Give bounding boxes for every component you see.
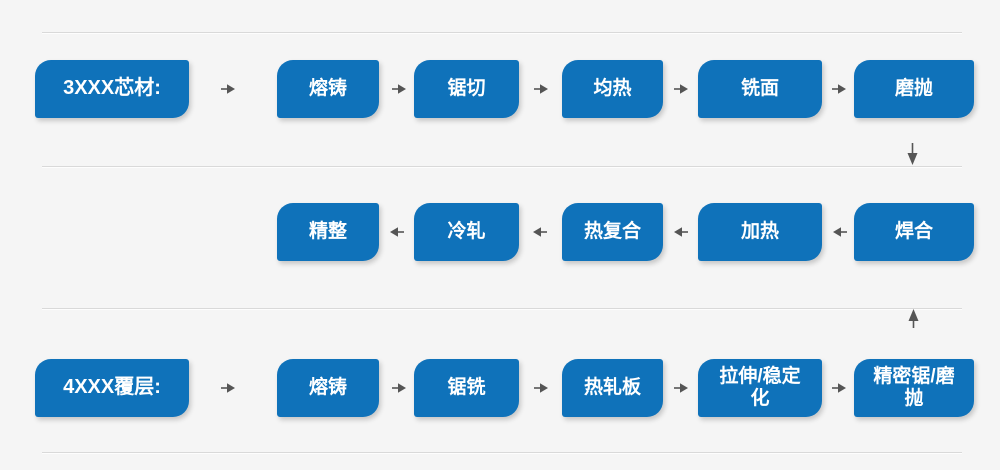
arrow-left-icon [674, 227, 688, 237]
arrow-left-icon [533, 227, 547, 237]
step-face-milling: 铣面 [698, 60, 822, 118]
arrow-right-icon [221, 383, 235, 393]
divider-line-bottom [42, 452, 962, 453]
step-hot-cladding: 热复合 [562, 203, 663, 261]
divider-line-top [42, 32, 962, 33]
arrow-right-icon [221, 84, 235, 94]
arrow-down-icon [907, 143, 918, 165]
step-heating: 加热 [698, 203, 822, 261]
arrow-right-icon [392, 383, 406, 393]
step-soaking: 均热 [562, 60, 663, 118]
row1-label-box: 3XXX芯材: [35, 60, 189, 118]
step-hot-rolled-plate: 热轧板 [562, 359, 663, 417]
step-stretching-stabilization: 拉伸/稳定化 [698, 359, 822, 417]
step-finishing: 精整 [277, 203, 379, 261]
arrow-right-icon [674, 84, 688, 94]
step-welding: 焊合 [854, 203, 974, 261]
arrow-left-icon [390, 227, 404, 237]
arrow-right-icon [392, 84, 406, 94]
row3-label-box: 4XXX覆层: [35, 359, 189, 417]
step-cold-rolling: 冷轧 [414, 203, 519, 261]
arrow-right-icon [832, 383, 846, 393]
step-melting-casting: 熔铸 [277, 60, 379, 118]
step-saw-milling: 锯铣 [414, 359, 519, 417]
arrow-right-icon [832, 84, 846, 94]
step-saw-cutting: 锯切 [414, 60, 519, 118]
arrow-left-icon [833, 227, 847, 237]
arrow-up-icon [908, 309, 919, 328]
step-precision-sawing-polishing: 精密锯/磨抛 [854, 359, 974, 417]
step-melting-casting-2: 熔铸 [277, 359, 379, 417]
step-grinding-polishing: 磨抛 [854, 60, 974, 118]
divider-line-middle-2 [42, 308, 962, 309]
arrow-right-icon [534, 84, 548, 94]
divider-line-middle-1 [42, 166, 962, 167]
arrow-right-icon [534, 383, 548, 393]
arrow-right-icon [674, 383, 688, 393]
